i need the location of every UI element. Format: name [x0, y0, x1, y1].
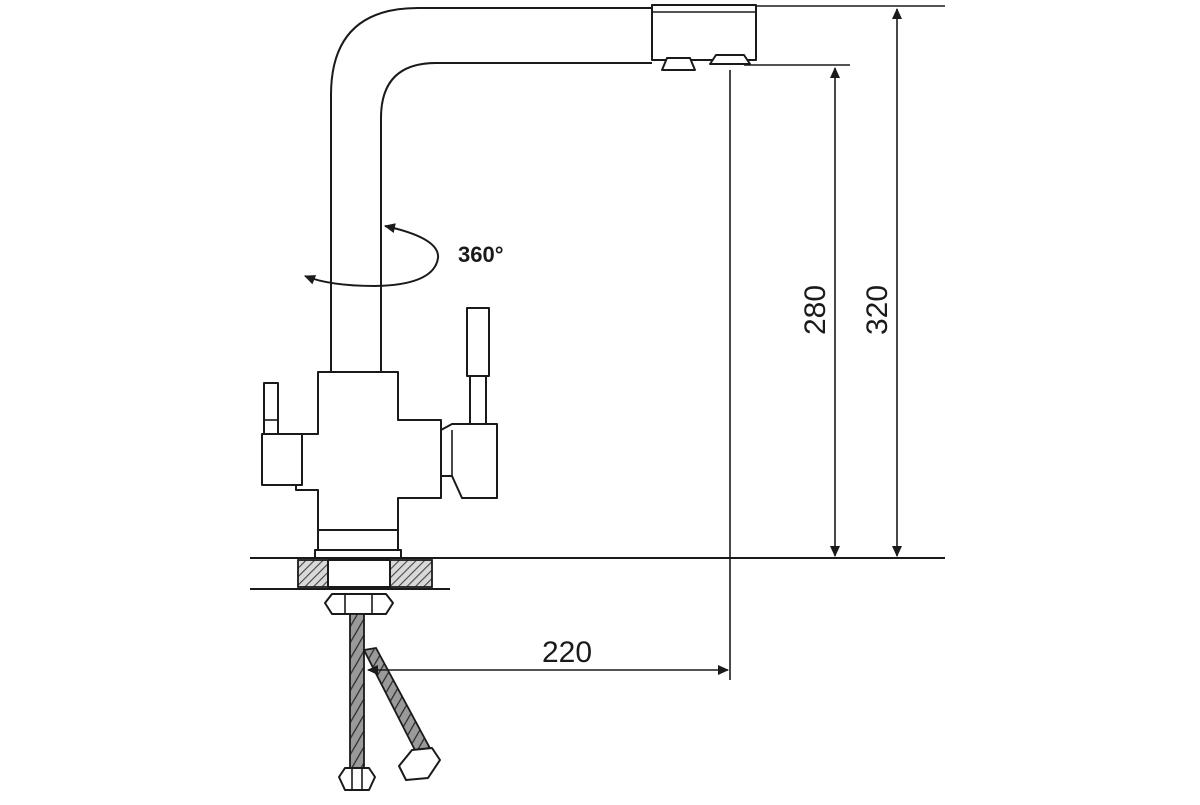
spout-outer-edge [330, 7, 652, 372]
dimension-280-label: 280 [799, 285, 832, 335]
right-handle-lever-tip [466, 307, 490, 377]
hose-nut-straight [338, 767, 376, 791]
left-handle-cartridge [261, 433, 303, 486]
spout-outlet-left [661, 57, 696, 71]
rotation-arrow-icon [304, 223, 440, 287]
right-handle-lever [469, 375, 487, 425]
dimension-220-label: 220 [542, 636, 592, 669]
hose-nut-angled [398, 747, 441, 781]
supply-hose-angled [362, 647, 434, 762]
mount-washer-right [389, 559, 433, 588]
dimension-lines: 220 280 320 [367, 5, 945, 680]
dimension-320-label: 320 [861, 285, 894, 335]
right-handle [440, 307, 498, 499]
spout-head [651, 4, 757, 61]
mounting-nut [324, 593, 394, 615]
spout [330, 4, 757, 372]
right-handle-cartridge [440, 423, 498, 499]
rotation-indicator: 360° [304, 223, 504, 287]
spout-outlet-right [709, 54, 751, 65]
base-collar [317, 529, 399, 551]
faucet-body [295, 371, 442, 551]
rotation-label: 360° [458, 242, 504, 267]
mixer-body [295, 371, 442, 531]
mount-washer-left [297, 559, 329, 588]
supply-hoses [324, 593, 441, 791]
countertop [250, 549, 945, 590]
supply-hose-straight [349, 613, 365, 769]
left-handle [261, 382, 303, 486]
spout-inner-edge [380, 62, 652, 372]
left-handle-lever [263, 382, 279, 435]
